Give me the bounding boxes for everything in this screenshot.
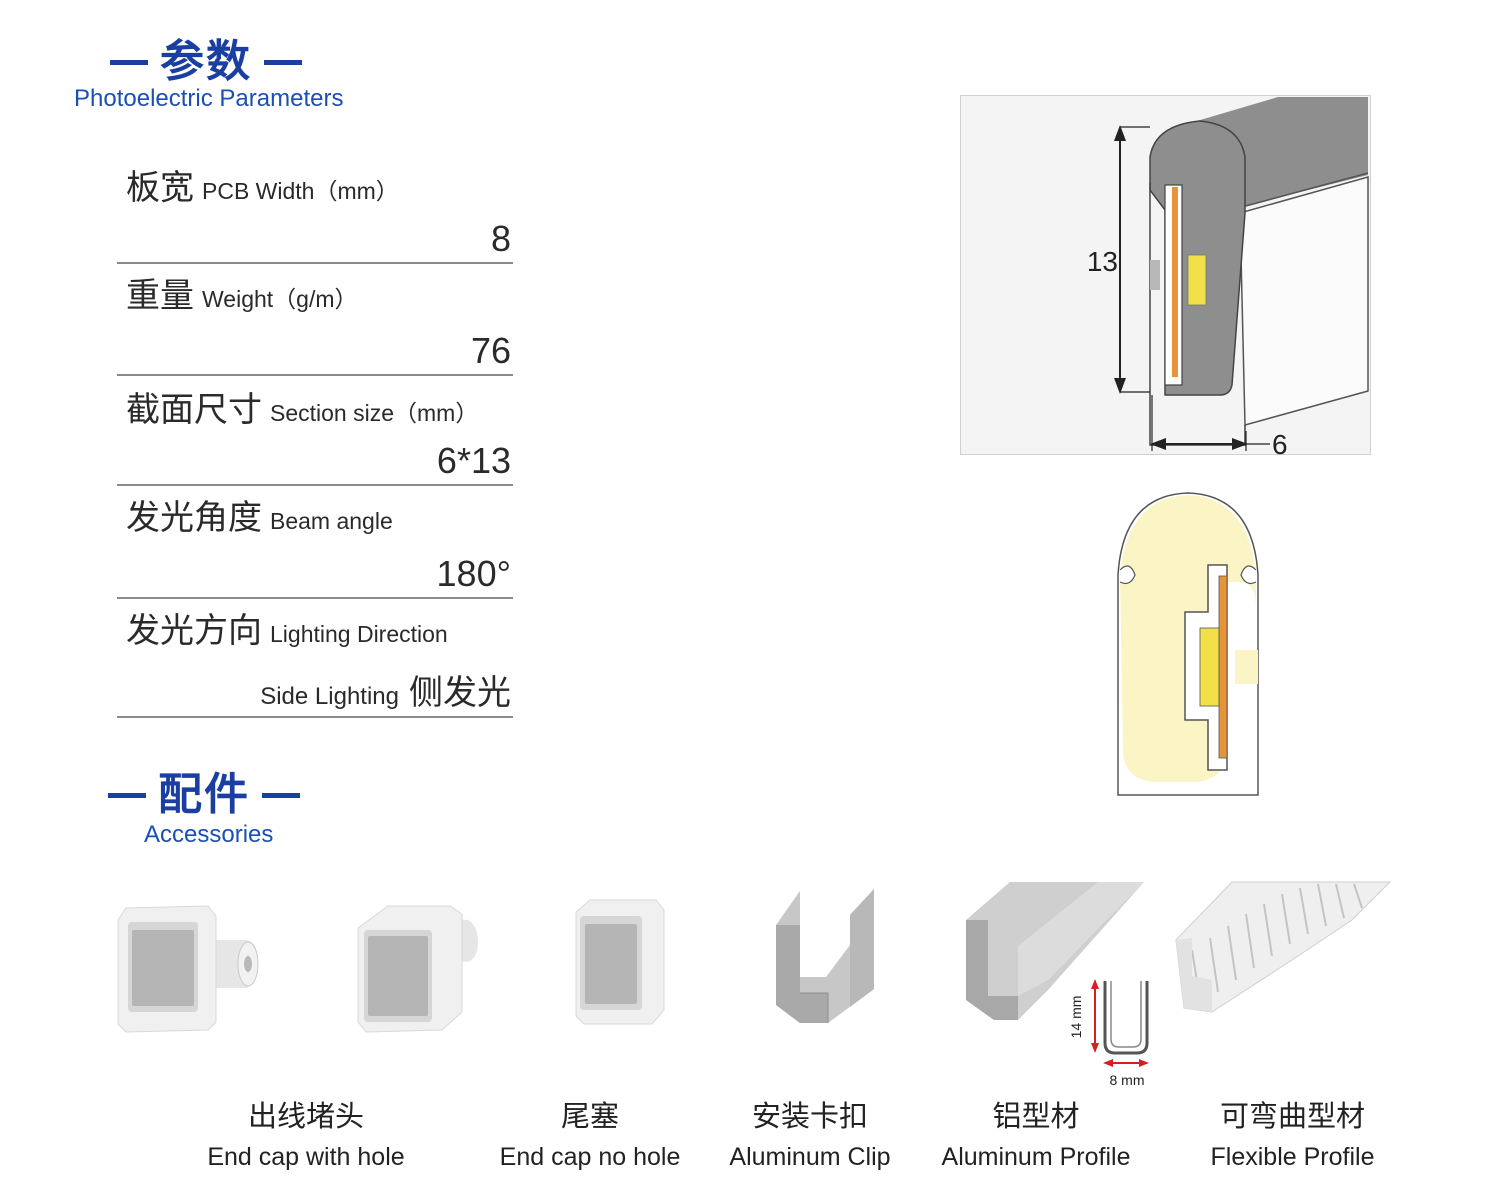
param-label-zh: 截面尺寸 — [126, 390, 262, 430]
param-weight: 重量 Weight（g/m） 76 — [117, 268, 513, 376]
led-chip — [1187, 254, 1207, 306]
accessory-label-zh: 出线堵头 — [247, 1099, 364, 1133]
param-value: Side Lighting 侧发光 — [260, 665, 511, 714]
end-cap-with-hole-image — [117, 905, 259, 1033]
accessory-end-cap-no-hole: 尾塞 End cap no hole — [480, 1093, 700, 1172]
accessory-aluminum-profile: 铝型材 Aluminum Profile — [920, 1093, 1152, 1172]
param-value-en: Side Lighting — [260, 683, 399, 710]
side-notch — [1150, 260, 1160, 290]
param-label-zh: 重量 — [126, 276, 194, 316]
param-label-en: Weight（g/m） — [202, 286, 358, 312]
title-dash-right — [262, 792, 300, 798]
accessory-label-en: Aluminum Clip — [729, 1143, 891, 1171]
accessory-flexible-profile: 可弯曲型材 Flexible Profile — [1190, 1093, 1395, 1172]
title-dash-right — [264, 59, 302, 65]
params-title-en: Photoelectric Parameters — [74, 85, 344, 112]
profile-cross-section-dims: 14 mm 8 mm — [1068, 979, 1149, 1088]
param-label: 截面尺寸 Section size（mm） — [126, 382, 478, 431]
param-label: 板宽 PCB Width（mm） — [126, 160, 399, 209]
param-label: 发光方向 Lighting Direction — [126, 603, 448, 652]
accessory-label-en: Aluminum Profile — [941, 1143, 1131, 1171]
accessory-end-cap-with-hole: 出线堵头 End cap with hole — [186, 1093, 426, 1172]
param-label-zh: 发光方向 — [126, 611, 262, 651]
param-value: 180° — [436, 553, 511, 594]
param-label: 重量 Weight（g/m） — [126, 268, 358, 317]
led-chip — [1199, 627, 1220, 707]
param-value: 6*13 — [436, 440, 511, 481]
tube-side-face — [1239, 176, 1369, 426]
accessory-label-zh: 尾塞 — [560, 1099, 619, 1133]
accessory-label-en: Flexible Profile — [1210, 1143, 1375, 1171]
accessory-label-zh: 安装卡扣 — [751, 1099, 868, 1133]
param-lighting-direction: 发光方向 Lighting Direction Side Lighting 侧发光 — [117, 603, 513, 718]
accessories-title-en: Accessories — [144, 821, 274, 848]
profile-height-label: 14 mm — [1068, 996, 1084, 1039]
param-section-size: 截面尺寸 Section size（mm） 6*13 — [117, 382, 513, 486]
product-3d-drawing: 13 6 — [960, 95, 1371, 457]
param-pcb-width: 板宽 PCB Width（mm） 8 — [117, 160, 513, 264]
params-section-title: 参数 — [110, 40, 302, 84]
accessory-label-zh: 可弯曲型材 — [1219, 1099, 1365, 1133]
aluminum-clip-image — [776, 889, 874, 1023]
param-value-zh: 侧发光 — [409, 673, 511, 713]
param-beam-angle: 发光角度 Beam angle 180° — [117, 490, 513, 599]
accessories-title-zh: 配件 — [158, 769, 250, 820]
title-dash-left — [110, 59, 148, 65]
param-label-en: Lighting Direction — [270, 621, 448, 647]
light-beam — [1235, 650, 1258, 684]
param-label-en: Section size（mm） — [270, 400, 479, 426]
profile-width-label: 8 mm — [1110, 1072, 1145, 1088]
accessory-aluminum-clip: 安装卡扣 Aluminum Clip — [710, 1093, 910, 1172]
param-label-zh: 发光角度 — [126, 498, 262, 538]
pcb-strip — [1172, 187, 1178, 377]
param-value: 8 — [490, 218, 511, 259]
param-label-zh: 板宽 — [126, 168, 194, 208]
param-label-en: Beam angle — [270, 508, 393, 534]
height-dimension-label: 13 — [1087, 246, 1118, 277]
param-value: 76 — [470, 330, 511, 371]
pcb-strip — [1218, 575, 1228, 759]
param-label-en: PCB Width（mm） — [202, 178, 399, 204]
cross-section-diagram — [1117, 492, 1259, 796]
end-cap-with-hole-image — [357, 905, 478, 1033]
aluminum-profile-image — [966, 882, 1144, 1020]
accessory-label-en: End cap with hole — [207, 1143, 405, 1171]
param-label: 发光角度 Beam angle — [126, 490, 393, 539]
title-dash-left — [108, 792, 146, 798]
accessory-label-en: End cap no hole — [499, 1143, 681, 1171]
params-title-zh: 参数 — [160, 36, 252, 87]
accessories-section-title: 配件 — [108, 773, 300, 817]
flexible-profile-image — [1175, 881, 1392, 1013]
end-cap-no-hole-image — [575, 899, 665, 1025]
accessory-label-zh: 铝型材 — [992, 1099, 1080, 1133]
width-dimension-label: 6 — [1272, 429, 1288, 457]
